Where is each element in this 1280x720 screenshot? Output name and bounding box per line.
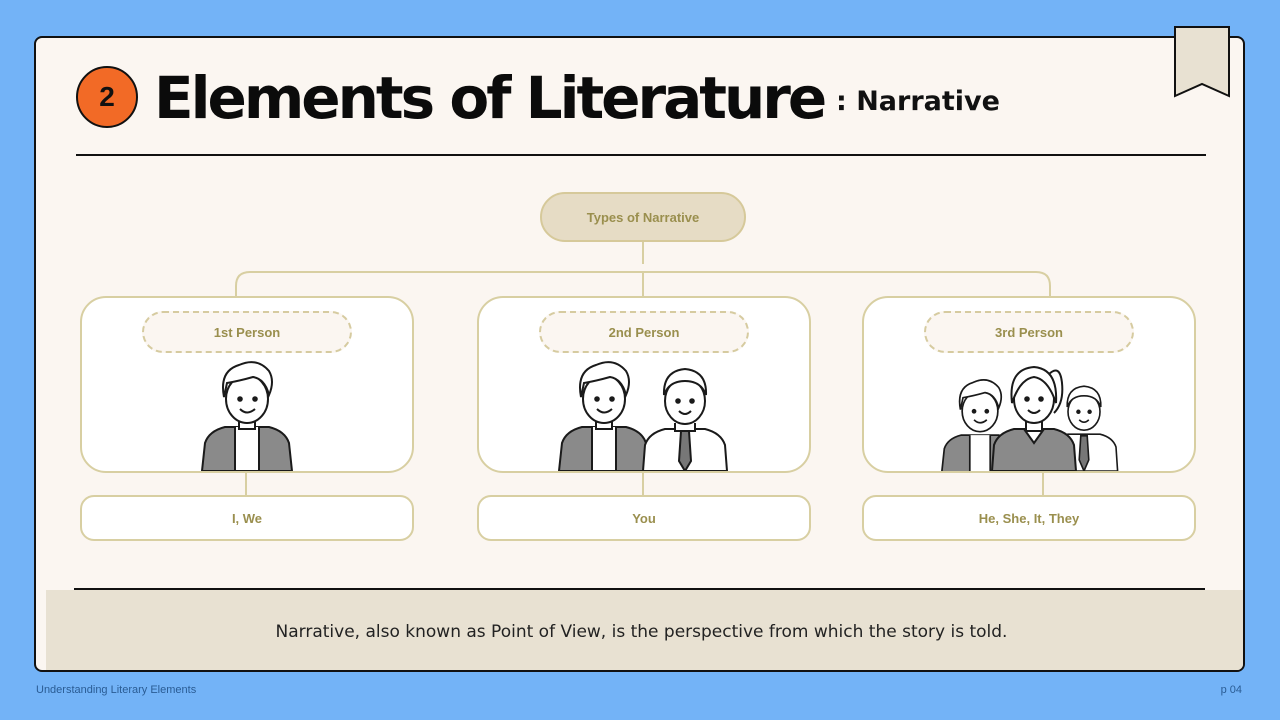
- caption-band: [46, 590, 1243, 670]
- branch-third-person: 3rd Person: [862, 296, 1196, 473]
- branch-first-person: 1st Person: [80, 296, 414, 473]
- pronoun-box-second-person: You: [477, 495, 811, 541]
- slide-card: 2 Elements of Literature : Narrative Typ…: [34, 36, 1245, 672]
- second-person-illustration: [557, 361, 729, 471]
- page-title: Elements of Literature: [154, 64, 827, 132]
- branch-label-third-person: 3rd Person: [924, 311, 1134, 353]
- footer-course-title: Understanding Literary Elements: [36, 684, 197, 696]
- third-person-illustration: [941, 365, 1119, 471]
- branch-second-person: 2nd Person: [477, 296, 811, 473]
- root-node-types-of-narrative: Types of Narrative: [540, 192, 746, 242]
- caption-divider: [74, 588, 1205, 590]
- branch-label-second-person: 2nd Person: [539, 311, 749, 353]
- title-divider: [76, 154, 1206, 156]
- bookmark-icon: [1174, 26, 1230, 98]
- person-icon: [200, 361, 294, 471]
- branch-connector: [235, 271, 1051, 296]
- definition-caption: Narrative, also known as Point of View, …: [275, 622, 1008, 642]
- first-person-illustration: [200, 361, 294, 471]
- pronoun-box-third-person: He, She, It, They: [862, 495, 1196, 541]
- woman-icon: [990, 365, 1078, 471]
- page-subtitle: : Narrative: [836, 86, 1000, 117]
- person-with-tie-icon: [641, 367, 729, 471]
- section-number-badge: 2: [76, 66, 138, 128]
- footer-page-number: p 04: [1220, 684, 1242, 696]
- person-icon: [557, 361, 651, 471]
- branch-label-first-person: 1st Person: [142, 311, 352, 353]
- pronoun-box-first-person: I, We: [80, 495, 414, 541]
